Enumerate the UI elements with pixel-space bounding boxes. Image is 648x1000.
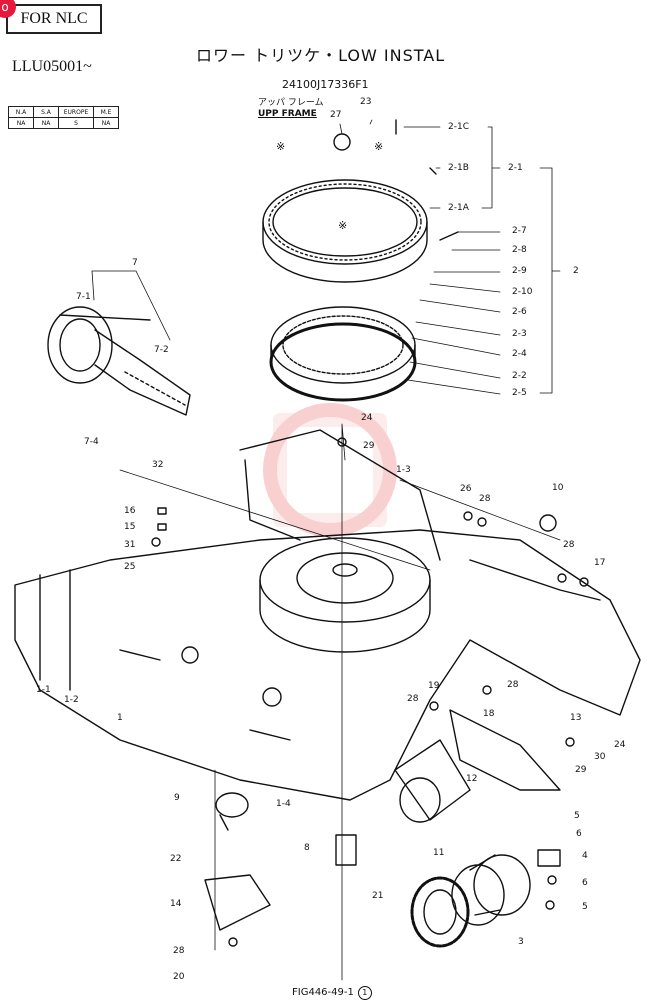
- label-2-10: 2-10: [512, 287, 533, 297]
- sprocket: [410, 876, 470, 948]
- callout-11: 11: [433, 848, 445, 858]
- callout-21: 21: [372, 891, 384, 901]
- region-table-header: N.A S.A EUROPE M.E: [8, 106, 119, 118]
- callout-22: 22: [170, 854, 182, 864]
- callout-29: 29: [363, 441, 375, 451]
- callout-28: 28: [173, 946, 185, 956]
- callout-26: 26: [460, 484, 472, 494]
- watermark-logo: [263, 403, 397, 537]
- callout-1: 1: [117, 713, 123, 723]
- label-2-1: 2-1: [508, 163, 523, 173]
- callout-10: 10: [552, 483, 564, 493]
- callout-28: 28: [407, 694, 419, 704]
- label-2-2: 2-2: [512, 371, 527, 381]
- callout-1-1: 1-1: [36, 685, 51, 695]
- callout-17: 17: [594, 558, 606, 568]
- label-2-3: 2-3: [512, 329, 527, 339]
- callout-23: 23: [360, 97, 372, 107]
- callout-20: 20: [173, 972, 185, 982]
- callout-7-2: 7-2: [154, 345, 169, 355]
- label-2: 2: [573, 266, 579, 276]
- figure-number: FIG446-49-1: [292, 987, 354, 998]
- callout-19: 19: [428, 681, 440, 691]
- label-2-8: 2-8: [512, 245, 527, 255]
- asterisk-mark: ※: [276, 140, 286, 153]
- serial-range: LLU05001~: [12, 58, 92, 75]
- callout-24: 24: [361, 413, 373, 423]
- travel-motor: [451, 854, 531, 926]
- callout-13: 13: [570, 713, 582, 723]
- callout-28: 28: [507, 680, 519, 690]
- label-2-1b: 2-1B: [448, 163, 469, 173]
- swing-bearing-inner-gear: [269, 306, 417, 402]
- idler-assembly: [47, 306, 191, 416]
- callout-7-1: 7-1: [76, 292, 91, 302]
- upper-frame-label: アッパ フレーム UPP FRAME: [258, 98, 324, 120]
- region-cell: NA: [93, 117, 119, 129]
- callout-4: 4: [582, 851, 588, 861]
- callout-7-4: 7-4: [84, 437, 99, 447]
- callout-1-4: 1-4: [276, 799, 291, 809]
- callout-5: 5: [582, 902, 588, 912]
- red-marker-icon: o: [0, 0, 16, 18]
- callout-27: 27: [330, 110, 342, 120]
- label-2-5: 2-5: [512, 388, 527, 398]
- callout-6: 6: [582, 878, 588, 888]
- track-frame: [14, 429, 641, 823]
- small-parts: [151, 119, 589, 947]
- callout-31: 31: [124, 540, 136, 550]
- diagram-title: ロワー トリツケ・LOW INSTAL: [196, 46, 446, 65]
- callout-14: 14: [170, 899, 182, 909]
- callout-1-2: 1-2: [64, 695, 79, 705]
- callout-32: 32: [152, 460, 164, 470]
- callout-6: 6: [576, 829, 582, 839]
- callout-18: 18: [483, 709, 495, 719]
- callout-28: 28: [563, 540, 575, 550]
- label-2-4: 2-4: [512, 349, 527, 359]
- callout-15: 15: [124, 522, 136, 532]
- figure-circle: 1: [357, 986, 372, 1000]
- region-table-row: NA NA S NA: [8, 117, 119, 129]
- upper-frame-en: UPP FRAME: [258, 109, 317, 119]
- for-nlc-badge: FOR NLC: [6, 4, 102, 34]
- callout-29: 29: [575, 765, 587, 775]
- callout-30: 30: [594, 752, 606, 762]
- callout-24: 24: [614, 740, 626, 750]
- callout-7: 7: [132, 258, 138, 268]
- asterisk-mark: ※: [374, 140, 384, 153]
- leader-lines: [91, 119, 561, 981]
- label-2-7: 2-7: [512, 226, 527, 236]
- label-2-6: 2-6: [512, 307, 527, 317]
- callout-16: 16: [124, 506, 136, 516]
- callout-25: 25: [124, 562, 136, 572]
- callout-12: 12: [466, 774, 478, 784]
- upper-frame-jp: アッパ フレーム: [258, 98, 324, 108]
- label-2-1a: 2-1A: [448, 203, 469, 213]
- callout-9: 9: [174, 793, 180, 803]
- callout-5: 5: [574, 811, 580, 821]
- label-2-9: 2-9: [512, 266, 527, 276]
- callout-1-3: 1-3: [396, 465, 411, 475]
- region-cell: NA: [33, 117, 59, 129]
- callout-8: 8: [304, 843, 310, 853]
- label-2-1c: 2-1C: [448, 122, 469, 132]
- part-number: 24100J17336F1: [282, 78, 369, 91]
- callout-28: 28: [479, 494, 491, 504]
- callout-3: 3: [518, 937, 524, 947]
- asterisk-mark: ※: [338, 219, 348, 232]
- swing-bearing-outer: [262, 179, 428, 283]
- region-table: N.A S.A EUROPE M.E NA NA S NA: [8, 106, 119, 129]
